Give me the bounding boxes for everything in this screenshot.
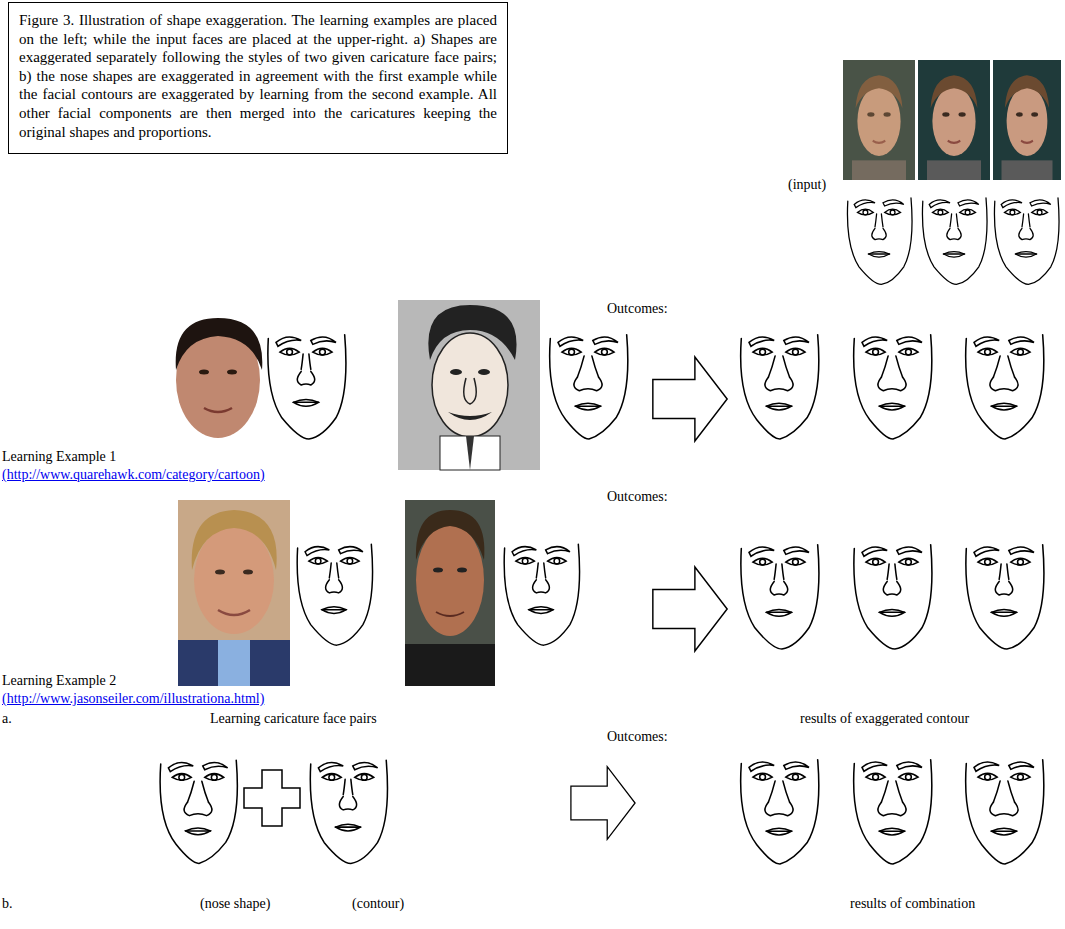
panel-label: (input) [788,176,826,193]
face-sketch [741,335,819,439]
face-sketch [847,198,912,284]
plus-symbol [244,770,300,826]
face-sketch [741,545,819,649]
face-sketch [994,198,1059,284]
input-photo [993,60,1061,180]
face-sketch [966,545,1044,649]
face-sketch [504,544,579,645]
face-sketch [854,335,932,439]
caption-box: Figure 3. Illustration of shape exaggera… [8,2,508,154]
figure-caption: Figure 3. Illustration of shape exaggera… [19,11,497,141]
face-sketch [310,760,387,863]
section-label: Outcomes: [607,488,668,505]
subfigure-title: results of combination [850,895,975,912]
block-arrow [653,567,727,651]
section-label: Outcomes: [607,728,668,745]
learning-photo [176,318,263,438]
item-label: (nose shape) [200,895,270,912]
block-arrow [653,357,727,441]
subfigure-label: a. [2,710,12,727]
block-arrow [571,767,635,840]
subfigure-title: results of exaggerated contour [800,710,969,727]
subfigure-label: b. [2,895,13,912]
face-sketch [922,198,987,284]
caricature-image [405,500,495,686]
face-sketch [854,545,932,649]
source-link: (http://www.jasonseiler.com/illustration… [2,690,264,707]
face-sketch [966,335,1044,439]
source-link: (http://www.quarehawk.com/category/carto… [2,466,265,483]
example-label: Learning Example 2 [2,672,116,689]
example-label: Learning Example 1 [2,448,116,465]
face-sketch [268,335,346,439]
photo-tint [843,60,915,180]
item-label: (contour) [352,895,404,912]
subfigure-title: Learning caricature face pairs [210,710,377,727]
face-sketch [550,335,628,439]
face-sketch [854,760,932,864]
face-sketch [966,760,1044,864]
input-photo [918,60,990,180]
input-photo [843,60,915,180]
face-sketch [297,544,372,645]
caricature-image [398,300,540,470]
face-sketch [160,760,237,863]
section-label: Outcomes: [607,300,668,317]
learning-photo [178,500,290,686]
face-sketch [741,760,819,864]
